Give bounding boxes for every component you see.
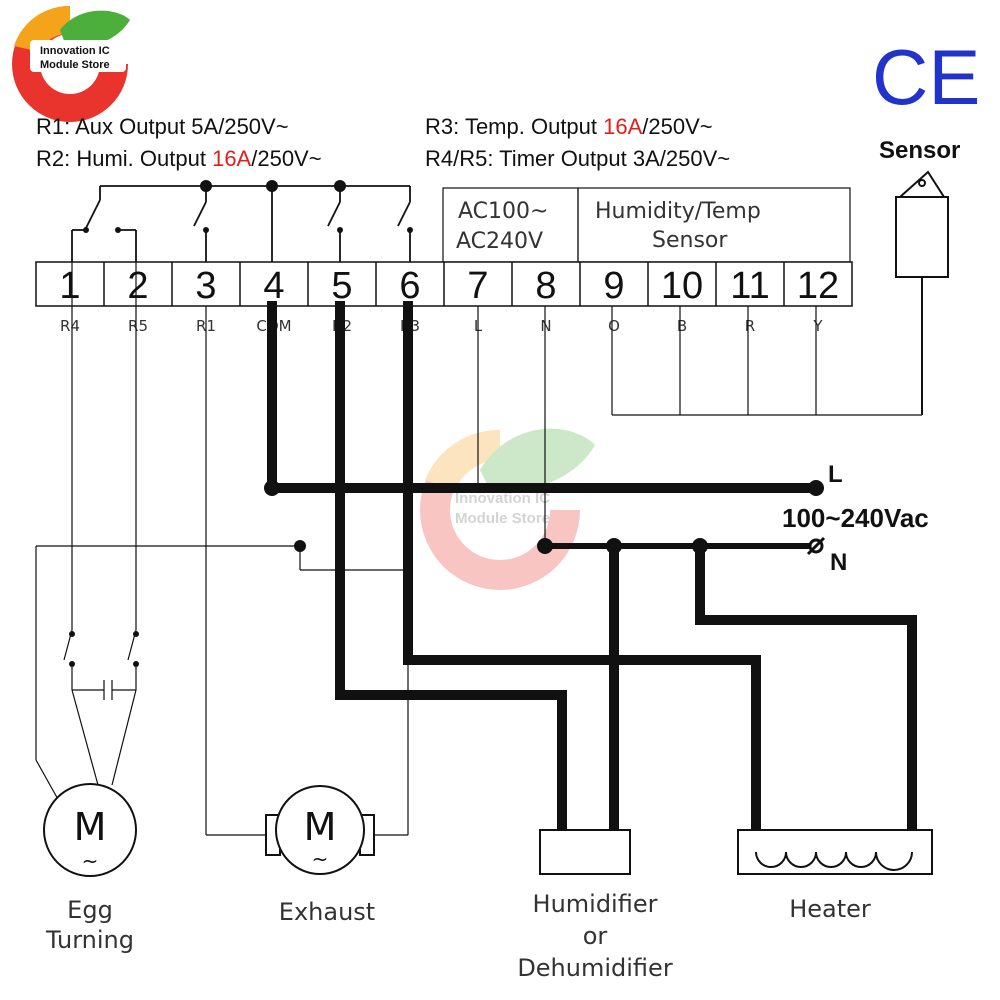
egg-turning-motor-icon: M ~	[43, 783, 137, 877]
terminal-number-7: 7	[467, 265, 488, 307]
spec-r1-text: R1: Aux Output 5A/250V~	[36, 114, 289, 139]
spec-r3-suffix: /250V~	[642, 114, 713, 139]
humidifier-label-line-2: or	[583, 922, 608, 950]
spec-r2: R2: Humi. Output 16A/250V~	[36, 146, 322, 172]
watermark-line-2: Module Store	[455, 510, 550, 527]
spec-r3-rating: 16A	[603, 114, 643, 139]
sensor-box-line-2: Sensor	[652, 228, 728, 253]
pin-label-b: B	[677, 317, 687, 335]
egg-label-line-1: Egg	[67, 896, 113, 924]
terminal-number-1: 1	[59, 265, 80, 307]
egg-motor-ac: ~	[82, 849, 99, 873]
supply-n-label: N	[830, 549, 847, 576]
watermark: Innovation IC Module Store	[420, 428, 595, 590]
terminal-number-6: 6	[399, 265, 420, 307]
relay-contact-dots	[83, 180, 413, 233]
terminal-number-8: 8	[535, 265, 556, 307]
terminal-number-12: 12	[797, 265, 839, 307]
spec-r2-rating: 16A	[212, 146, 252, 171]
humidifier-icon	[539, 829, 631, 875]
egg-switch-dots	[69, 631, 139, 667]
spec-r2-suffix: /250V~	[251, 146, 322, 171]
logo-line-2: Module Store	[40, 59, 110, 71]
spec-r2-text: R2: Humi. Output	[36, 146, 213, 171]
pin-label-o: O	[608, 317, 620, 335]
supply-l-label: L	[828, 461, 843, 488]
humidifier-label-line-3: Dehumidifier	[517, 954, 673, 982]
store-logo: Innovation IC Module Store	[12, 5, 130, 122]
power-box-line-1: AC100~	[458, 199, 548, 224]
supply-voltage: 100~240Vac	[782, 503, 929, 533]
terminal-number-11: 11	[730, 265, 769, 307]
terminal-number-4: 4	[263, 265, 284, 307]
terminal-number-9: 9	[603, 265, 624, 307]
egg-motor-symbol: M	[74, 805, 107, 849]
junction-dots	[264, 480, 826, 556]
sensor-title: Sensor	[879, 137, 960, 164]
exhaust-label: Exhaust	[279, 898, 375, 926]
watermark-line-1: Innovation IC	[455, 490, 550, 507]
terminal-number-10: 10	[661, 265, 703, 307]
spec-r1: R1: Aux Output 5A/250V~	[36, 114, 289, 140]
spec-r45-text: R4/R5: Timer Output 3A/250V~	[425, 146, 731, 171]
spec-r3-text: R3: Temp. Output	[425, 114, 604, 139]
exhaust-motor-ac: ~	[312, 847, 329, 871]
pin-label-r4: R4	[60, 317, 80, 335]
exhaust-motor-symbol: M	[304, 805, 337, 849]
power-box-line-2: AC240V	[456, 229, 543, 254]
spec-r3: R3: Temp. Output 16A/250V~	[425, 114, 713, 140]
pin-label-y: Y	[812, 317, 823, 335]
exhaust-motor-icon: M ~	[265, 785, 375, 875]
terminal-number-5: 5	[331, 265, 352, 307]
sensor-probe-icon	[895, 170, 949, 415]
terminal-number-2: 2	[127, 265, 148, 307]
logo-line-1: Innovation IC	[40, 45, 110, 57]
ce-mark: CE	[872, 33, 980, 121]
pin-label-r: R	[745, 317, 755, 335]
sensor-box-line-1: Humidity/Temp	[595, 199, 761, 224]
heater-icon	[737, 829, 933, 875]
pin-label-r5: R5	[128, 317, 148, 335]
relay-contacts	[71, 185, 411, 262]
terminal-number-3: 3	[195, 265, 216, 307]
egg-label-line-2: Turning	[45, 926, 134, 954]
heater-label: Heater	[789, 895, 871, 923]
pin-label-n: N	[540, 317, 551, 335]
spec-r45: R4/R5: Timer Output 3A/250V~	[425, 146, 730, 172]
humidifier-label-line-1: Humidifier	[533, 890, 658, 918]
